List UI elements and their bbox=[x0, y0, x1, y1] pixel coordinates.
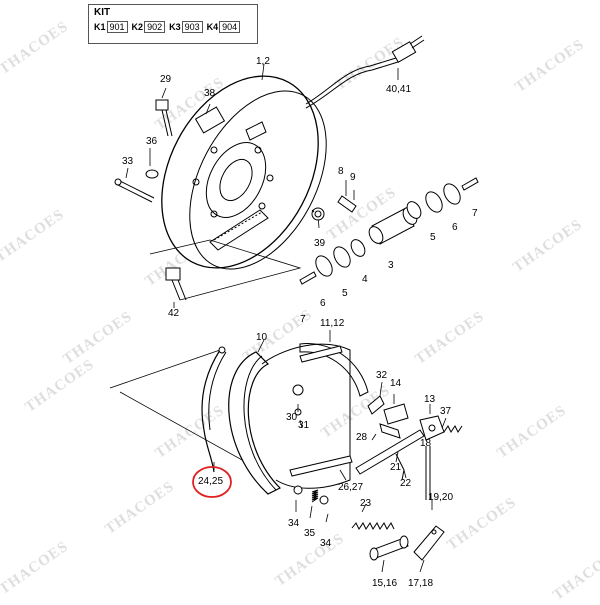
kit-value: 903 bbox=[181, 21, 203, 33]
kit-key: K4 bbox=[206, 22, 219, 32]
piston-set-right bbox=[406, 177, 479, 219]
kit-value: 902 bbox=[144, 21, 166, 33]
label-7: 7 bbox=[472, 208, 478, 219]
return-spring bbox=[201, 346, 227, 473]
label-29: 29 bbox=[160, 74, 172, 85]
kit-row: K1 901 K2 902 K3 903 K4 904 bbox=[94, 21, 241, 33]
kit-value: 904 bbox=[219, 21, 241, 33]
kit-item: K1 901 bbox=[94, 21, 128, 33]
strut-14 bbox=[367, 395, 409, 425]
kit-item: K4 904 bbox=[207, 21, 241, 33]
bolt-29 bbox=[155, 99, 173, 137]
label-36: 36 bbox=[146, 136, 158, 147]
pin-33 bbox=[114, 178, 155, 203]
bolt-42 bbox=[165, 267, 187, 301]
label-39: 39 bbox=[314, 238, 326, 249]
piston-set-left bbox=[299, 239, 366, 285]
label-28: 28 bbox=[356, 432, 368, 443]
kit-box: KIT K1 901 K2 902 K3 903 K4 904 bbox=[88, 4, 258, 44]
washer-34 bbox=[293, 485, 303, 495]
spring-23 bbox=[351, 522, 395, 530]
highlight-circle bbox=[192, 466, 232, 498]
label-35: 35 bbox=[304, 528, 316, 539]
label-30: 30 bbox=[286, 412, 298, 423]
label-11-12: 11,12 bbox=[320, 318, 345, 329]
label-37: 37 bbox=[440, 406, 452, 417]
rod-19-20 bbox=[425, 446, 431, 500]
bleeder-screw bbox=[311, 195, 357, 221]
label-40-41: 40,41 bbox=[386, 84, 412, 95]
label-21: 21 bbox=[390, 462, 402, 473]
plug-36 bbox=[145, 169, 159, 179]
adjuster-screw bbox=[369, 535, 409, 561]
kit-value: 901 bbox=[106, 21, 128, 33]
label-5b: 5 bbox=[342, 288, 348, 299]
kit-item: K3 903 bbox=[169, 21, 203, 33]
label-22: 22 bbox=[400, 478, 412, 489]
kit-key: K1 bbox=[94, 22, 106, 32]
label-26-27: 26,27 bbox=[338, 482, 364, 493]
label-34b: 34 bbox=[320, 538, 332, 549]
label-10: 10 bbox=[256, 332, 268, 343]
cap-34 bbox=[319, 495, 329, 505]
label-9: 9 bbox=[350, 172, 356, 183]
spring-35 bbox=[311, 489, 319, 503]
label-4: 4 bbox=[362, 274, 368, 285]
label-3: 3 bbox=[388, 260, 394, 271]
label-15-16: 15,16 bbox=[372, 578, 398, 589]
lever-17-18 bbox=[413, 525, 445, 561]
brake-shoe bbox=[228, 343, 369, 495]
kit-title: KIT bbox=[94, 7, 111, 18]
lever-13 bbox=[419, 415, 445, 441]
backing-plate bbox=[161, 75, 327, 270]
label-17-18: 17,18 bbox=[408, 578, 434, 589]
label-31: 31 bbox=[298, 420, 310, 431]
label-1-2: 1,2 bbox=[256, 56, 270, 67]
label-33: 33 bbox=[122, 156, 134, 167]
label-6b: 6 bbox=[320, 298, 326, 309]
wheel-cylinder bbox=[368, 207, 418, 245]
label-18: 18 bbox=[420, 438, 432, 449]
label-23: 23 bbox=[360, 498, 372, 509]
label-24-25: 24,25 bbox=[198, 476, 224, 487]
kit-key: K3 bbox=[169, 22, 181, 32]
kit-key: K2 bbox=[131, 22, 144, 32]
label-7b: 7 bbox=[300, 314, 306, 325]
kit-item: K2 902 bbox=[132, 21, 166, 33]
label-38: 38 bbox=[204, 88, 216, 99]
label-8: 8 bbox=[338, 166, 344, 177]
parking-cable bbox=[305, 35, 425, 109]
label-32: 32 bbox=[376, 370, 388, 381]
adjuster-28 bbox=[355, 423, 425, 475]
label-13: 13 bbox=[424, 394, 436, 405]
label-19-20: 19,20 bbox=[428, 492, 454, 503]
label-14: 14 bbox=[390, 378, 402, 389]
label-5a: 5 bbox=[430, 232, 436, 243]
label-6a: 6 bbox=[452, 222, 458, 233]
label-42: 42 bbox=[168, 308, 180, 319]
label-34: 34 bbox=[288, 518, 300, 529]
